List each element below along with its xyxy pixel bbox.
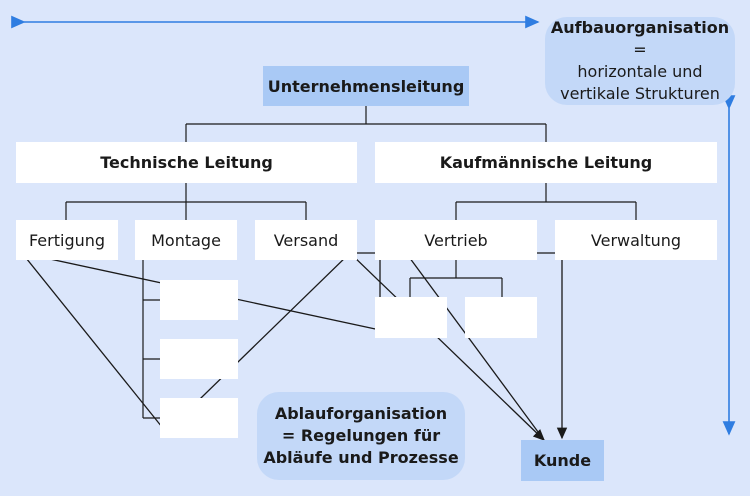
hierarchy-lines [65, 106, 637, 419]
versand-box: Versand [255, 220, 357, 260]
aufbau-equals: = [633, 40, 647, 59]
vertrieb-box: Vertrieb [375, 220, 537, 260]
kaufmaennische-leitung-label: Kaufmännische Leitung [439, 153, 653, 172]
technische-leitung-label: Technische Leitung [100, 153, 273, 172]
ablauforganisation-note: Ablauforganisation = Regelungen für Ablä… [257, 392, 465, 480]
kunde-label: Kunde [533, 451, 592, 470]
empty-unit-box [160, 398, 238, 438]
unternehmensleitung-label: Unternehmensleitung [267, 76, 465, 96]
verwaltung-box: Verwaltung [555, 220, 717, 260]
montage-box: Montage [135, 220, 237, 260]
aufbauorganisation-note: Aufbauorganisation = horizontale und ver… [545, 17, 735, 105]
verwaltung-label: Verwaltung [590, 230, 682, 250]
vertrieb-label: Vertrieb [424, 230, 488, 250]
empty-unit-box [160, 280, 238, 320]
versand-label: Versand [273, 230, 339, 250]
kaufmaennische-leitung-box: Kaufmännische Leitung [375, 142, 717, 183]
aufbau-line1: horizontale und [577, 62, 703, 81]
fertigung-label: Fertigung [28, 230, 106, 250]
aufbau-line2: vertikale Strukturen [560, 84, 720, 103]
technische-leitung-box: Technische Leitung [16, 142, 357, 183]
ablauf-line3: Abläufe und Prozesse [263, 448, 459, 467]
aufbau-title: Aufbauorganisation [550, 18, 730, 37]
ablauf-line2: = Regelungen für [281, 426, 441, 445]
fertigung-box: Fertigung [16, 220, 118, 260]
aufbau-title-row: Aufbauorganisation = [545, 17, 735, 61]
unternehmensleitung-box: Unternehmensleitung [263, 66, 469, 106]
empty-unit-box [160, 339, 238, 379]
empty-unit-box [465, 297, 537, 338]
montage-label: Montage [151, 230, 221, 250]
kunde-box: Kunde [521, 440, 604, 481]
ablauf-line1: Ablauforganisation [274, 404, 448, 423]
empty-unit-box [375, 297, 447, 338]
